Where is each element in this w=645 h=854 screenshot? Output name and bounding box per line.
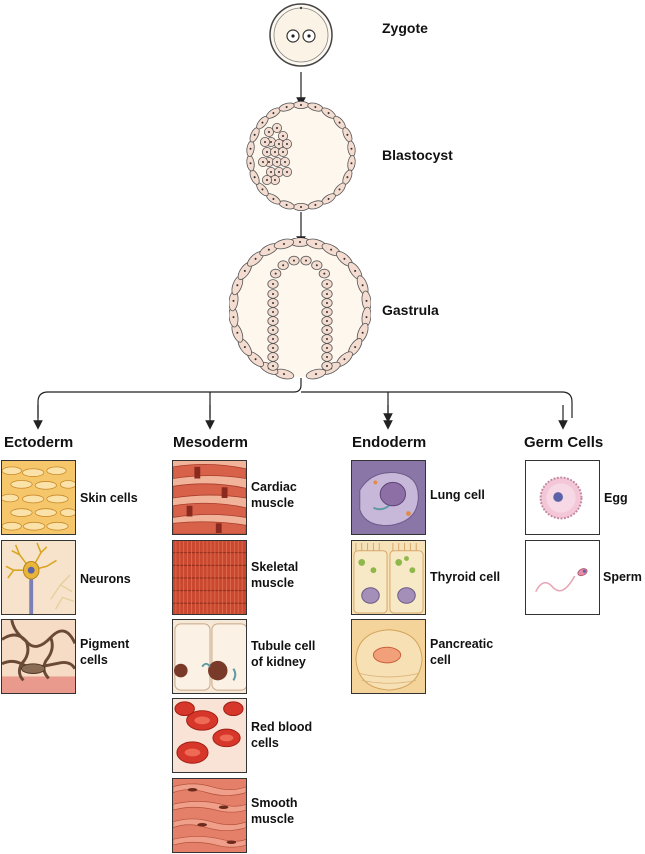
egg-cell-image bbox=[525, 460, 600, 535]
invaginating-cell bbox=[267, 343, 279, 353]
cell bbox=[292, 101, 310, 109]
invaginating-cell bbox=[321, 279, 333, 289]
sperm-cell-image bbox=[525, 540, 600, 615]
invaginating-cell bbox=[288, 255, 300, 266]
inner-cell bbox=[278, 147, 288, 157]
invaginating-cell bbox=[270, 268, 282, 279]
neurons-image bbox=[1, 540, 76, 615]
pancreatic-cell-image bbox=[351, 619, 426, 694]
invaginating-cell bbox=[321, 325, 333, 335]
inner-cell bbox=[274, 167, 284, 177]
invaginating-cell bbox=[321, 352, 333, 362]
invaginating-cell bbox=[267, 361, 279, 371]
cell bbox=[305, 368, 327, 380]
red-blood-cells-label: Red blood cells bbox=[251, 720, 313, 750]
invaginating-cell bbox=[267, 279, 279, 289]
invaginating-cell bbox=[311, 260, 323, 271]
cell bbox=[229, 290, 239, 312]
cell bbox=[246, 140, 255, 157]
lung-cell-label: Lung cell bbox=[430, 488, 485, 502]
skeletal-muscle-label: Skeletal muscle bbox=[251, 560, 299, 590]
cell bbox=[246, 155, 255, 172]
invaginating-cell bbox=[267, 334, 279, 344]
inner-cell bbox=[280, 157, 290, 167]
inner-cell bbox=[272, 157, 282, 167]
invaginating-cell bbox=[318, 268, 330, 279]
cell bbox=[305, 238, 327, 250]
thyroid-cell-label: Thyroid cell bbox=[430, 570, 501, 584]
smooth-muscle-image bbox=[172, 778, 247, 853]
inner-cell bbox=[260, 137, 270, 147]
invaginating-cell bbox=[321, 307, 333, 317]
invaginating-cell bbox=[321, 289, 333, 299]
invaginating-cell bbox=[267, 289, 279, 299]
cell bbox=[273, 238, 295, 250]
invaginating-cell bbox=[300, 255, 312, 266]
invaginating-cell bbox=[267, 316, 279, 326]
invaginating-cell bbox=[267, 325, 279, 335]
egg-label: Egg bbox=[604, 491, 628, 505]
red-blood-cells-image bbox=[172, 698, 247, 773]
invaginating-cell bbox=[267, 352, 279, 362]
zygote-label: Zygote bbox=[382, 20, 428, 36]
pigment-cells-image bbox=[1, 619, 76, 694]
invaginating-cell bbox=[321, 361, 333, 371]
inner-cell bbox=[262, 175, 272, 185]
cardiac-muscle-label: Cardiac muscle bbox=[251, 480, 297, 510]
ectoderm-heading: Ectoderm bbox=[4, 434, 74, 451]
inner-cell bbox=[272, 123, 282, 133]
skeletal-muscle-image bbox=[172, 540, 247, 615]
neurons-label: Neurons bbox=[80, 572, 131, 586]
invaginating-cell bbox=[321, 334, 333, 344]
lung-cell-image bbox=[351, 460, 426, 535]
pancreatic-cell-label: Pancreatic cell bbox=[430, 637, 494, 667]
inner-cell bbox=[258, 157, 268, 167]
cardiac-muscle-image bbox=[172, 460, 247, 535]
invaginating-cell bbox=[277, 260, 289, 271]
skin-cells-image bbox=[1, 460, 76, 535]
branch-connector bbox=[37, 378, 573, 418]
blastocyst-label: Blastocyst bbox=[382, 147, 453, 163]
cell bbox=[278, 102, 295, 112]
gastrula-label: Gastrula bbox=[382, 302, 439, 318]
pigment-cells-label: Pigment cells bbox=[80, 637, 130, 667]
smooth-muscle-label: Smooth muscle bbox=[251, 796, 298, 826]
invaginating-cell bbox=[321, 316, 333, 326]
skin-cells-label: Skin cells bbox=[80, 491, 138, 505]
invaginating-cell bbox=[321, 298, 333, 308]
sperm-label: Sperm bbox=[603, 570, 642, 584]
invaginating-cell bbox=[267, 298, 279, 308]
zygote-illustration bbox=[269, 3, 333, 67]
mesoderm-heading: Mesoderm bbox=[173, 434, 249, 451]
kidney-tubule-cell-image bbox=[172, 619, 247, 694]
inner-cell bbox=[266, 167, 276, 177]
invaginating-cell bbox=[267, 307, 279, 317]
germ-cells-heading: Germ Cells bbox=[524, 434, 604, 451]
invaginating-cell bbox=[321, 343, 333, 353]
tubule-cell-label: Tubule cell of kidney bbox=[251, 639, 316, 669]
inner-cell bbox=[264, 127, 274, 137]
inner-cell bbox=[282, 139, 292, 149]
endoderm-heading: Endoderm bbox=[352, 434, 427, 451]
cell bbox=[292, 203, 310, 211]
thyroid-cell-image bbox=[351, 540, 426, 615]
inner-cell bbox=[282, 167, 292, 177]
inner-cell bbox=[278, 131, 288, 141]
gastrula-illustration bbox=[229, 238, 371, 380]
blastocyst-illustration bbox=[246, 101, 356, 211]
